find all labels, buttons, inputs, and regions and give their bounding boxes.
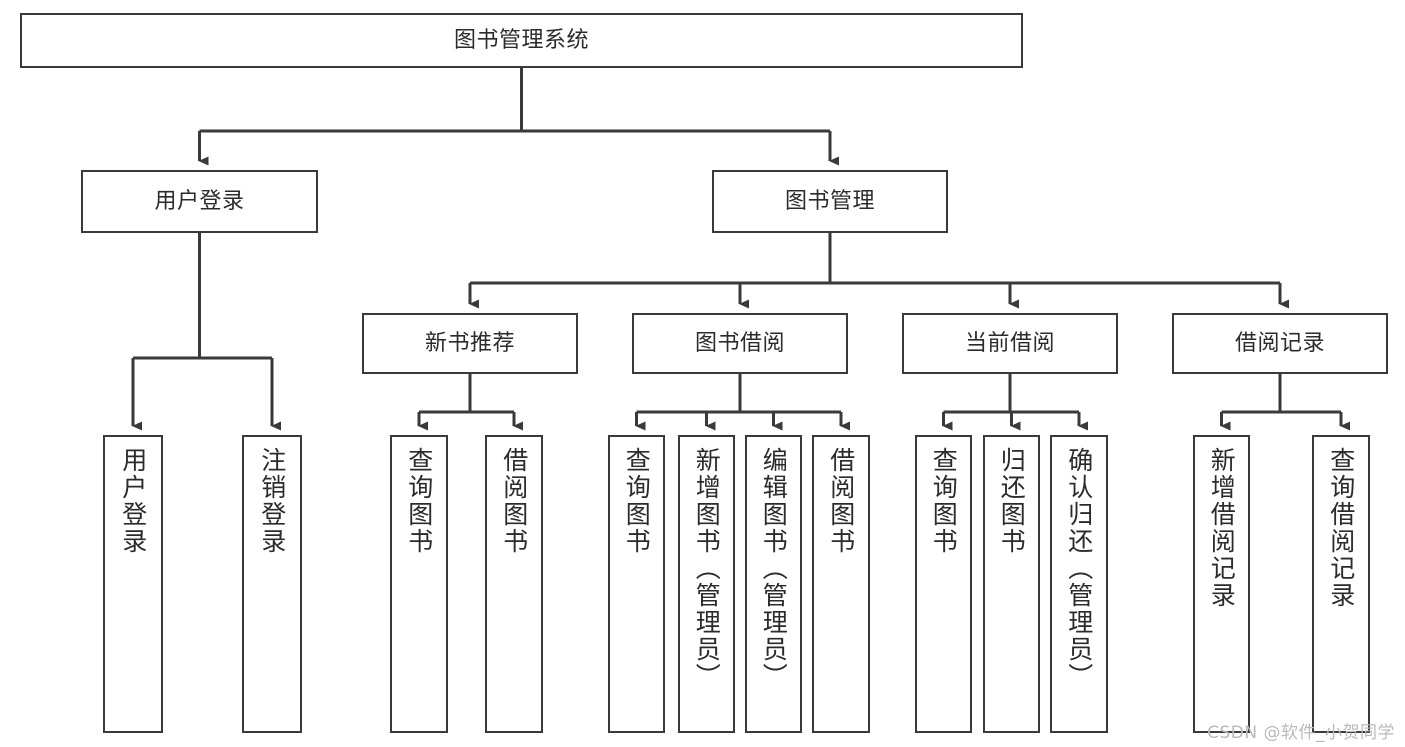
node-leaf-current-confirm-admin-label: 确认归还（管理员） (1064, 447, 1094, 690)
node-book-management-module[interactable]: 图书管理 (712, 170, 948, 233)
node-leaf-user-login[interactable]: 用户登录 (103, 435, 163, 733)
csdn-watermark: CSDN @软件_小贺同学 (1207, 723, 1395, 743)
node-new-book-recommend[interactable]: 新书推荐 (362, 313, 578, 374)
node-leaf-book-query-label: 查询图书 (622, 447, 652, 555)
node-leaf-book-borrow[interactable]: 借阅图书 (812, 435, 870, 733)
node-user-login-module-label: 用户登录 (154, 188, 245, 214)
node-user-login-module[interactable]: 用户登录 (81, 170, 318, 233)
node-leaf-record-query[interactable]: 查询借阅记录 (1312, 435, 1370, 733)
node-new-book-recommend-label: 新书推荐 (424, 330, 515, 356)
node-root[interactable]: 图书管理系统 (20, 13, 1023, 68)
node-book-borrow-label: 图书借阅 (694, 330, 785, 356)
node-borrow-record[interactable]: 借阅记录 (1172, 313, 1388, 374)
node-leaf-user-logout[interactable]: 注销登录 (242, 435, 302, 733)
node-leaf-record-query-label: 查询借阅记录 (1326, 447, 1356, 609)
node-leaf-newbook-borrow-label: 借阅图书 (499, 447, 529, 555)
node-leaf-record-add-label: 新增借阅记录 (1207, 447, 1237, 609)
node-leaf-book-edit-admin[interactable]: 编辑图书（管理员） (745, 435, 802, 733)
node-leaf-book-add-admin[interactable]: 新增图书（管理员） (678, 435, 735, 733)
node-leaf-book-borrow-label: 借阅图书 (826, 447, 856, 555)
node-book-management-module-label: 图书管理 (784, 188, 875, 214)
node-leaf-book-edit-admin-label: 编辑图书（管理员） (759, 447, 789, 690)
node-leaf-newbook-query[interactable]: 查询图书 (390, 435, 448, 733)
node-book-borrow[interactable]: 图书借阅 (632, 313, 848, 374)
node-leaf-newbook-borrow[interactable]: 借阅图书 (485, 435, 543, 733)
node-current-borrow-label: 当前借阅 (964, 330, 1055, 356)
node-leaf-book-query[interactable]: 查询图书 (608, 435, 665, 733)
node-leaf-record-add[interactable]: 新增借阅记录 (1193, 435, 1250, 733)
node-leaf-book-add-admin-label: 新增图书（管理员） (692, 447, 722, 690)
node-leaf-current-query-label: 查询图书 (929, 447, 959, 555)
node-leaf-current-query[interactable]: 查询图书 (915, 435, 972, 733)
node-leaf-current-confirm-admin[interactable]: 确认归还（管理员） (1050, 435, 1108, 733)
node-leaf-user-logout-label: 注销登录 (257, 447, 287, 555)
node-leaf-current-return-label: 归还图书 (997, 447, 1027, 555)
node-leaf-newbook-query-label: 查询图书 (404, 447, 434, 555)
node-current-borrow[interactable]: 当前借阅 (902, 313, 1118, 374)
node-borrow-record-label: 借阅记录 (1234, 330, 1325, 356)
node-leaf-current-return[interactable]: 归还图书 (983, 435, 1040, 733)
node-root-label: 图书管理系统 (453, 27, 589, 53)
node-leaf-user-login-label: 用户登录 (118, 447, 148, 555)
